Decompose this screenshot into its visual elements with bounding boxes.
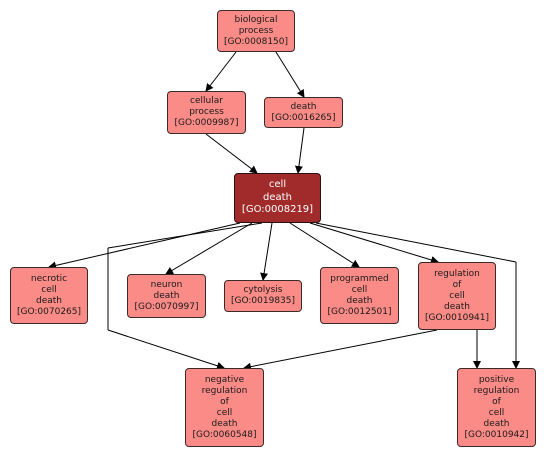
node-death[interactable]: death[GO:0016265] (264, 97, 343, 128)
node-label-line: death (444, 301, 470, 312)
node-label-line: [GO:0016265] (271, 112, 336, 123)
node-label-line: necrotic (30, 273, 68, 284)
node-label-line: cell (488, 407, 505, 418)
node-label-line: death (290, 101, 317, 112)
edge-cell-death-to-cytolysis (260, 222, 273, 281)
edge-cell-death-to-negative-regulation-of-cell-death (107, 222, 263, 370)
edge-cell-death-to-programmed-cell-death (289, 222, 360, 268)
node-label-line: [GO:0010942] (464, 429, 529, 440)
edge-biological-process-to-death (275, 51, 305, 98)
node-label-line: of (492, 396, 501, 407)
node-label-line: [GO:0060548] (192, 429, 257, 440)
node-label-line: death (346, 295, 373, 306)
node-label-line: death (211, 418, 238, 429)
node-label-line: [GO:0009987] (174, 118, 239, 128)
node-label-line: regulation (473, 385, 520, 396)
node-cytolysis[interactable]: cytolysis[GO:0019835] (224, 280, 302, 312)
node-label-line: death (483, 418, 510, 429)
edge-regulation-of-cell-death-to-negative-regulation-of-cell-death (243, 329, 438, 371)
edge-cell-death-to-positive-regulation-of-cell-death (315, 222, 520, 369)
node-label-line: [GO:0070265] (16, 306, 82, 317)
node-label-line: cell (449, 290, 465, 301)
node-label-line: [GO:0019835] (230, 296, 296, 306)
edge-death-to-cell-death (294, 127, 305, 174)
node-label-line: death (153, 290, 180, 301)
node-label-line: cell (268, 179, 287, 191)
node-label-line: [GO:0010941] (424, 312, 490, 323)
node-label-line: death (263, 191, 292, 203)
edge-cell-death-to-neuron-death (165, 222, 253, 275)
edge-cell-death-to-necrotic-cell-death (48, 222, 241, 270)
node-label-line: [GO:0012501] (327, 306, 392, 317)
node-label-line: of (452, 279, 462, 290)
node-label-line: cellular (190, 96, 223, 106)
node-label-line: cell (41, 284, 57, 295)
node-label-line: negative (204, 374, 245, 385)
node-label-line: [GO:0008219] (241, 204, 314, 216)
node-label-line: process (238, 25, 274, 36)
node-label-line: regulation (434, 268, 480, 279)
node-label-line: neuron (150, 279, 183, 290)
node-label-line: death (36, 295, 62, 306)
edge-cellular-process-to-cell-death (205, 133, 258, 174)
node-label-line: cytolysis (243, 285, 283, 295)
node-label-line: regulation (201, 385, 248, 396)
node-label-line: cell (351, 284, 368, 295)
edge-cell-death-to-regulation-of-cell-death (309, 222, 439, 264)
node-label-line: positive (478, 374, 515, 385)
node-label-line: programmed (330, 273, 389, 284)
edge-biological-process-to-cellular-process (205, 51, 237, 92)
node-label-line: [GO:0070997] (134, 301, 199, 312)
node-label-line: cell (216, 407, 233, 418)
node-label-line: process (189, 107, 224, 117)
node-label-line: biological (234, 14, 278, 25)
node-label-line: [GO:0008150] (223, 36, 289, 47)
node-label-line: of (220, 396, 229, 407)
